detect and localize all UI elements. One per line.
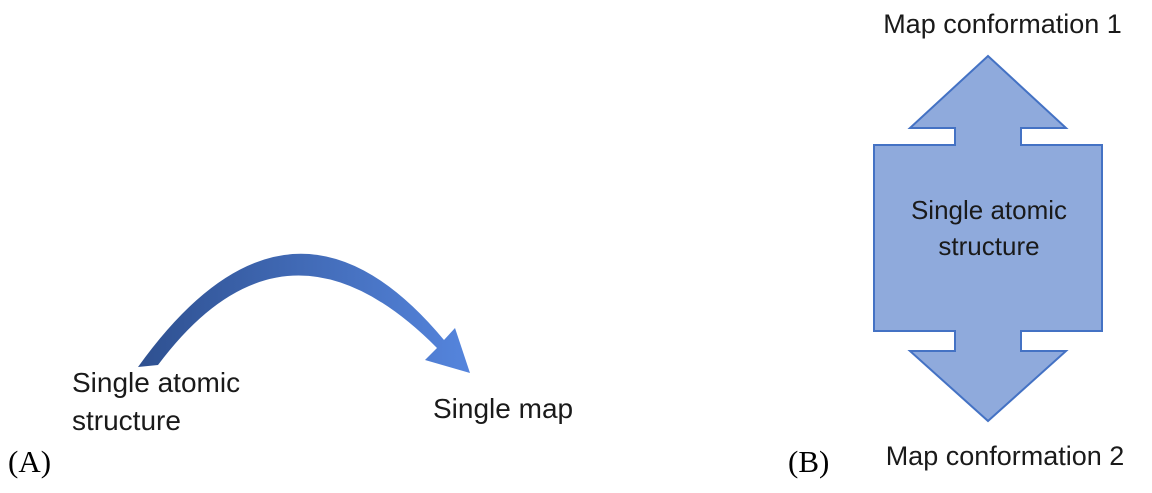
double-headed-block-arrow — [873, 54, 1103, 423]
curved-arrow-shape — [138, 253, 470, 373]
panel-a-letter: (A) — [8, 444, 52, 479]
curved-arrow — [138, 253, 470, 373]
panel-b-letter: (B) — [788, 444, 830, 479]
map-conformation-1-label: Map conformation 1 — [883, 9, 1122, 39]
single-atomic-structure-label-a: Single atomic structure — [72, 367, 241, 436]
single-atomic-structure-label-b: Single atomic structure — [910, 195, 1068, 262]
double-headed-block-arrow-shape — [873, 54, 1103, 423]
map-conformation-2-label: Map conformation 2 — [885, 441, 1125, 471]
single-map-label: Single map — [433, 393, 574, 424]
